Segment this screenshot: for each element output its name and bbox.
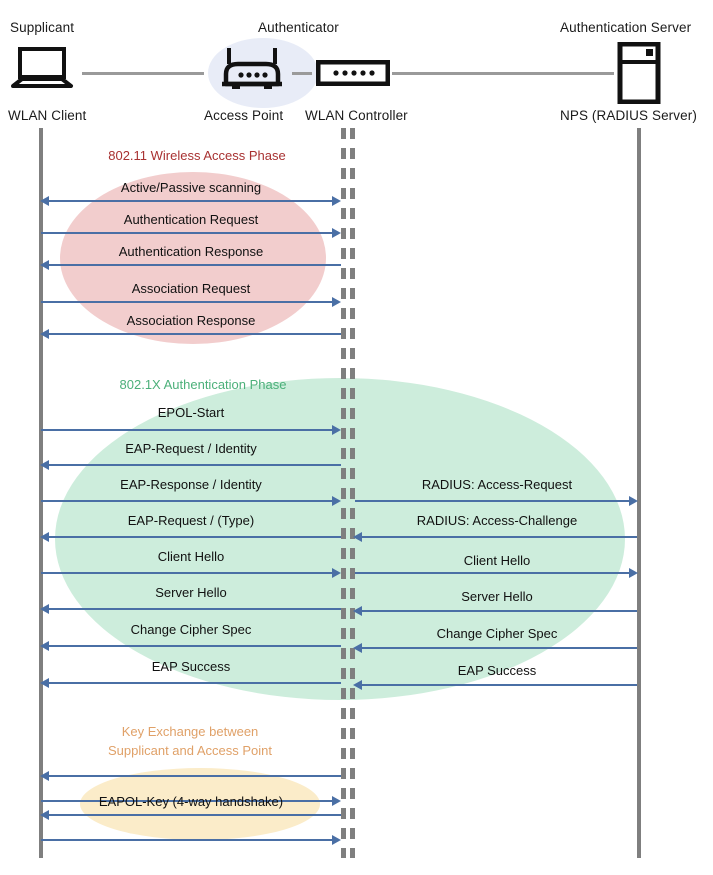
actor-role-supplicant: Supplicant (10, 20, 75, 35)
lifeline-authentication-server (637, 128, 641, 858)
message-label-authentication-request: Authentication Request (123, 212, 259, 227)
actor-role-authentication-server: Authentication Server (560, 20, 692, 35)
lifeline-access-point (341, 128, 346, 858)
message-line-eap-request-identity (49, 464, 341, 466)
message-arrowhead-right-epol-start (332, 425, 341, 435)
message-line-server-hello-right (362, 610, 637, 612)
message-arrowhead-right-active-passive-scanning (332, 196, 341, 206)
message-line-radius-access-challenge (362, 536, 637, 538)
actor-role-authenticator: Authenticator (258, 20, 339, 35)
actor-device-wlan-client: WLAN Client (8, 108, 87, 123)
message-arrowhead-left-radius-access-challenge (353, 532, 362, 542)
message-arrowhead-right-client-hello-left (332, 568, 341, 578)
message-label-eap-response-identity: EAP-Response / Identity (120, 477, 262, 492)
message-line-eapol-key-3 (49, 814, 341, 816)
message-line-association-request (41, 301, 333, 303)
message-line-epol-start (41, 429, 333, 431)
message-line-radius-access-request (355, 500, 630, 502)
actor-device-nps-radius-server: NPS (RADIUS Server) (560, 108, 697, 123)
wire-client-to-ap (82, 72, 204, 75)
message-label-active-passive-scanning: Active/Passive scanning (120, 180, 262, 195)
message-line-change-cipher-spec-left (49, 645, 341, 647)
message-arrowhead-left-change-cipher-spec-left (40, 641, 49, 651)
phase-blob-key-exchange (80, 768, 320, 840)
message-arrowhead-left-association-response (40, 329, 49, 339)
message-arrowhead-left-server-hello-right (353, 606, 362, 616)
message-line-eap-request-type (49, 536, 341, 538)
network-switch-icon (315, 59, 391, 91)
message-line-change-cipher-spec-right (362, 647, 637, 649)
message-label-change-cipher-spec-left: Change Cipher Spec (130, 622, 252, 637)
phase-label-dot1x-auth: 802.1X Authentication Phase (119, 377, 287, 392)
wire-controller-to-server (392, 72, 614, 75)
message-line-eap-response-identity (41, 500, 333, 502)
message-label-server-hello-left: Server Hello (155, 585, 227, 600)
message-arrowhead-left-eapol-key-3 (40, 810, 49, 820)
wireless-access-point-icon (216, 46, 290, 99)
message-label-authentication-response: Authentication Response (118, 244, 264, 259)
server-tower-icon (617, 41, 661, 109)
message-label-client-hello-left: Client Hello (157, 549, 225, 564)
lifeline-supplicant (39, 128, 43, 858)
message-line-server-hello-left (49, 608, 341, 610)
message-arrowhead-left-eap-success-left (40, 678, 49, 688)
message-line-authentication-response (49, 264, 341, 266)
actor-device-wlan-controller: WLAN Controller (305, 108, 408, 123)
message-line-client-hello-left (41, 572, 333, 574)
message-arrowhead-left-eap-success-right (353, 680, 362, 690)
message-label-eap-request-identity: EAP-Request / Identity (125, 441, 257, 456)
message-arrowhead-left-authentication-response (40, 260, 49, 270)
actor-device-access-point: Access Point (204, 108, 284, 123)
message-label-eapol-key-4-way-handshake: EAPOL-Key (4-way handshake) (98, 794, 284, 809)
message-arrowhead-right-eapol-key-4 (332, 835, 341, 845)
lifeline-wlan-controller (350, 128, 355, 858)
message-label-server-hello-right: Server Hello (461, 589, 533, 604)
message-arrowhead-right-client-hello-right (629, 568, 638, 578)
phase-label-key-exchange-line1: Key Exchange between (121, 724, 259, 739)
message-arrowhead-left-active-passive-scanning (40, 196, 49, 206)
message-label-change-cipher-spec-right: Change Cipher Spec (436, 626, 558, 641)
message-arrowhead-right-radius-access-request (629, 496, 638, 506)
message-arrowhead-right-authentication-request (332, 228, 341, 238)
message-line-association-response (49, 333, 341, 335)
phase-label-key-exchange-line2: Supplicant and Access Point (107, 743, 273, 758)
message-arrowhead-left-eap-request-identity (40, 460, 49, 470)
message-label-association-response: Association Response (126, 313, 256, 328)
message-label-radius-access-challenge: RADIUS: Access-Challenge (416, 513, 578, 528)
message-line-eapol-key-1 (49, 775, 341, 777)
message-label-client-hello-right: Client Hello (463, 553, 531, 568)
message-label-epol-start: EPOL-Start (157, 405, 225, 420)
message-line-eapol-key-2 (41, 800, 333, 802)
message-arrowhead-right-eap-response-identity (332, 496, 341, 506)
message-line-client-hello-right (355, 572, 630, 574)
message-line-eap-success-right (362, 684, 637, 686)
wire-ap-to-controller (292, 72, 312, 75)
message-arrowhead-right-eapol-key-2 (332, 796, 341, 806)
message-label-radius-access-request: RADIUS: Access-Request (421, 477, 573, 492)
message-line-eap-success-left (49, 682, 341, 684)
laptop-icon (10, 46, 78, 97)
message-label-eap-success-right: EAP Success (457, 663, 537, 678)
message-label-eap-success-left: EAP Success (151, 659, 231, 674)
message-arrowhead-left-eapol-key-1 (40, 771, 49, 781)
message-label-association-request: Association Request (131, 281, 251, 296)
message-label-eap-request-type: EAP-Request / (Type) (127, 513, 255, 528)
message-line-authentication-request (41, 232, 333, 234)
message-arrowhead-right-association-request (332, 297, 341, 307)
message-line-active-passive-scanning (49, 200, 333, 202)
message-arrowhead-left-server-hello-left (40, 604, 49, 614)
message-arrowhead-left-eap-request-type (40, 532, 49, 542)
message-line-eapol-key-4 (41, 839, 333, 841)
message-arrowhead-left-change-cipher-spec-right (353, 643, 362, 653)
phase-label-wireless-access: 802.11 Wireless Access Phase (108, 148, 286, 163)
